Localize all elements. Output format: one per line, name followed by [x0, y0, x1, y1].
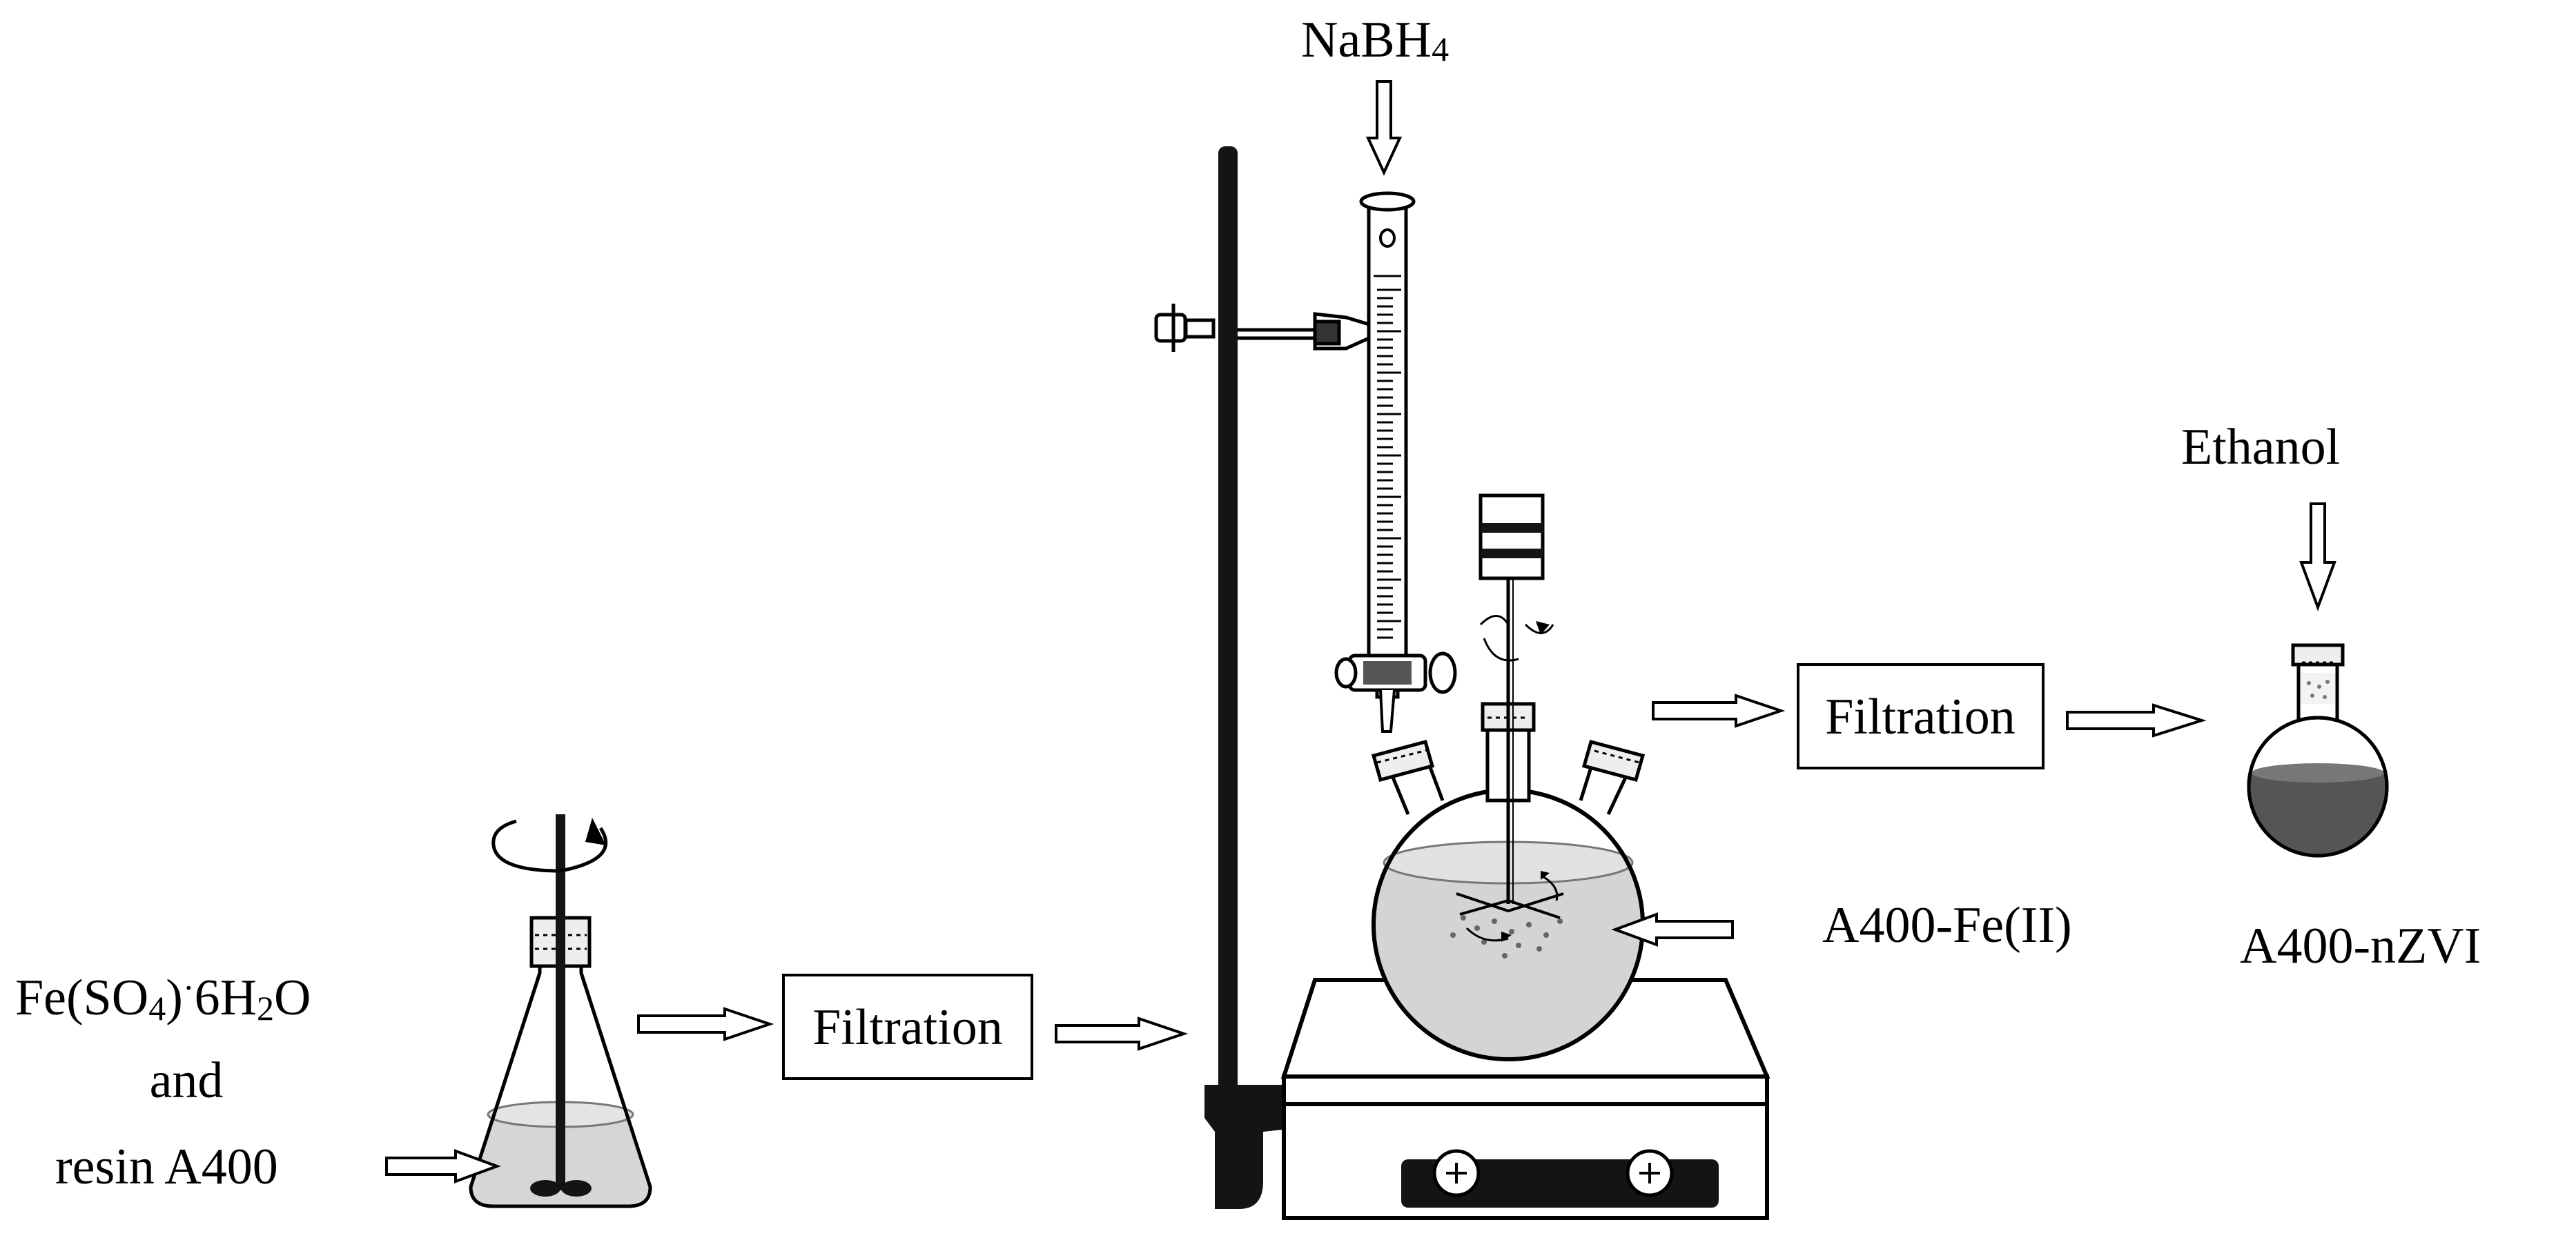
arrow-label-to-flask [1611, 912, 1734, 947]
arrow-flask-to-filtration1 [637, 1007, 774, 1041]
arrow-filtration2-to-product [2066, 703, 2207, 738]
arrow-nabh4-down [1365, 80, 1403, 176]
arrow-ethanol-down [2299, 502, 2336, 611]
intermediate-label: A400-Fe(II) [1822, 897, 2072, 954]
arrows [385, 80, 2336, 1183]
starting-materials-line1: Fe(SO4)·6H2O [15, 968, 311, 1028]
filtration-label-1: Filtration [812, 999, 1002, 1056]
ethanol-label: Ethanol [2181, 419, 2340, 475]
product-label: A400-nZVI [2240, 918, 2481, 974]
neck-joint-right [1581, 739, 1646, 783]
stand-rod [1218, 146, 1238, 1195]
arrow-filtration1-to-stand [1055, 1016, 1189, 1051]
arrow-flask-to-filtration2 [1652, 694, 1786, 728]
starting-materials-line3: resin A400 [55, 1139, 278, 1195]
round-bottom-flask [2247, 643, 2389, 858]
starting-materials-line2: and [150, 1052, 224, 1109]
filtration-label-2: Filtration [1825, 689, 2015, 745]
three-neck-flask [1371, 702, 1646, 1061]
burette-clamp [1154, 304, 1393, 352]
nabh4-label: NaBH4 [1301, 12, 1449, 68]
filtration-box-1 [782, 974, 1033, 1080]
erlenmeyer-flask [469, 814, 652, 1208]
overhead-stirrer [1456, 493, 1564, 942]
arrow-reagent-to-flask [385, 1149, 501, 1183]
neck-joint-left [1371, 739, 1435, 783]
burette [1334, 191, 1457, 733]
filtration-box-2 [1797, 663, 2045, 769]
